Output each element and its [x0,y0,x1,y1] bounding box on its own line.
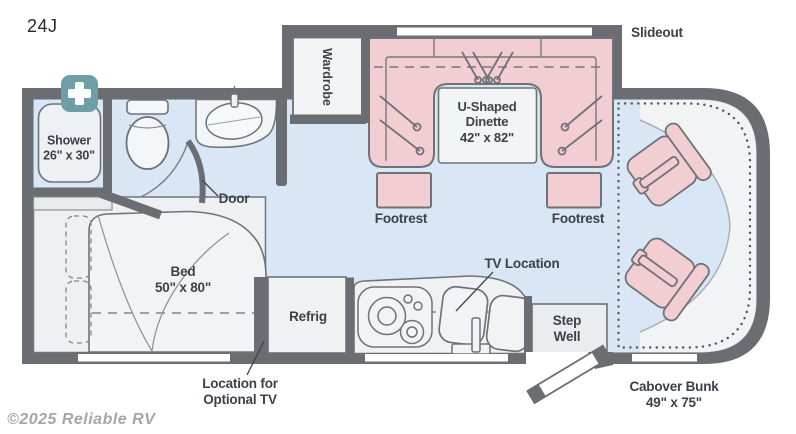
headboard-cabinet [32,196,113,211]
cabover-bunk-outline [617,102,752,349]
leader-tv-location [455,271,494,312]
toilet-tank [126,99,169,115]
cab-seat-passenger [624,237,710,322]
wall-wardrobe-dinette [361,37,370,123]
dinette-backrest-line [385,38,597,161]
wardrobe-cabinet [292,36,363,118]
cab-seat-driver [626,122,712,207]
window-slideout [397,27,592,36]
wall-counter-left [346,277,354,354]
shower-pan [37,103,102,183]
bath-faucet-handles [220,86,249,98]
entry-door-panel [526,344,612,405]
bed-mattress [88,210,267,353]
toilet-seat-line [128,124,167,129]
kitchen-faucet-base [451,343,491,355]
bed-pillow [65,280,92,344]
window-bedroom [78,354,230,362]
seat-belt-glyphs [379,51,603,156]
bed-fold-line [97,214,230,352]
leader-door [201,179,219,197]
wall-under-wardrobe [290,114,366,124]
bath-door-leaf [185,139,206,204]
wall-shower-right [103,99,112,189]
kitchen-faucet [471,317,481,353]
refrigerator [267,276,347,354]
footrest-left [376,172,432,209]
plus-icon-bar [75,82,84,105]
window-cab [632,354,697,362]
first-aid-plus-icon [61,75,98,112]
wall-optional-tv [254,277,268,354]
watermark: ©2025 Reliable RV [7,411,156,428]
footrest-right [546,172,602,209]
toilet-bowl [125,116,170,170]
bath-faucet [230,93,239,108]
stove-burners [367,294,425,345]
bath-door-swing-arc [140,141,189,198]
dinette-table [437,87,538,164]
bath-sink-dash [207,116,261,126]
cab-front-area [640,100,756,352]
wall-counter-right [524,296,532,353]
bed-pillow [65,215,92,279]
wardrobe-label: Wardrobe [320,48,334,106]
step-well-box [531,303,608,354]
leader-optional-tv [246,340,265,376]
dinette-seating [368,37,614,168]
wall-bath-diagonal [98,189,163,220]
wall-shower-bottom [33,187,112,197]
window-galley [365,354,508,362]
floorplan-model-label: 24J [27,16,58,36]
wall-bath-right [276,88,287,186]
